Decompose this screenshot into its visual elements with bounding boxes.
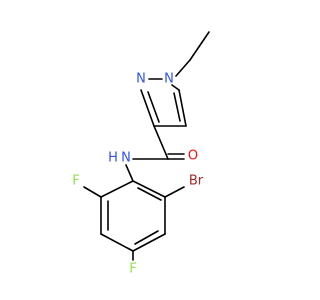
bond-c2-br	[164, 186, 185, 198]
bond-ethyl-ch2-n1	[175, 59, 191, 77]
atom-bromine-label: Br	[189, 174, 204, 189]
atom-nh-hydrogen-label: H	[108, 151, 118, 166]
bond-ph-c4-c5	[100, 233, 134, 252]
bond-c3-carbonyl	[153, 125, 169, 160]
bond-ethyl-ch3-ch2	[189, 31, 210, 61]
bond-ph-c1-c2	[132, 180, 166, 198]
atom-n1-label: N	[164, 72, 174, 87]
atom-fluorine-left-label: F	[72, 174, 79, 189]
bond-c5-n1	[171, 84, 180, 91]
atom-oxygen-label: O	[188, 149, 198, 164]
bond-n2-c3-inner	[147, 91, 160, 123]
molecule-canvas: N N O N H Br F F	[72, 31, 210, 277]
bond-ph-c3-c4	[132, 233, 166, 252]
bond-ph-c6-c1	[100, 180, 134, 198]
structure-diagram: N N O N H Br F F	[72, 31, 210, 277]
atom-n2-label: N	[136, 72, 146, 87]
bond-c4-c5-outer	[178, 89, 187, 127]
atom-fluorine-bottom-label: F	[129, 262, 136, 277]
bond-ph-c1-c2-inner	[137, 187, 162, 201]
bond-c6-f	[83, 186, 102, 198]
bond-ph-c3-c4-inner	[134, 230, 159, 245]
bond-nh-phenyl	[125, 164, 134, 182]
atom-nh-nitrogen-label: N	[121, 151, 131, 166]
bond-c4-c5-inner	[173, 92, 181, 122]
bond-n2-c3-outer	[140, 89, 155, 127]
